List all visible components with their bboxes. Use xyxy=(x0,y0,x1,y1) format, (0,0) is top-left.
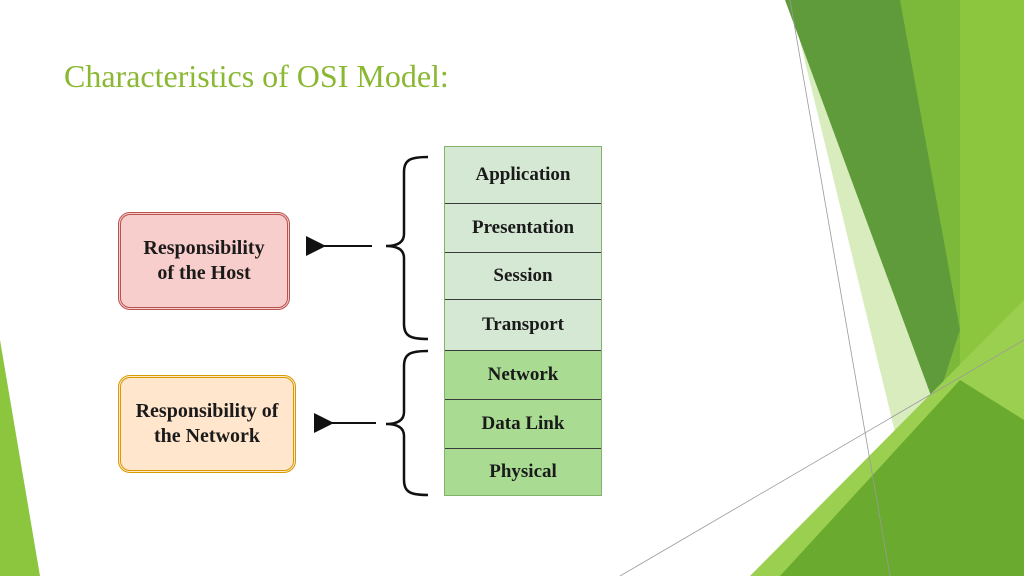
osi-layer-label: Presentation xyxy=(471,217,575,238)
osi-layer: Transport xyxy=(445,300,601,351)
osi-layer-stack: Application Presentation Session Transpo… xyxy=(444,146,602,496)
theme-thin-line xyxy=(619,339,1024,576)
theme-thin-line xyxy=(789,0,891,576)
network-responsibility-box: Responsibility of the Network xyxy=(118,375,296,473)
osi-layer: Network xyxy=(445,351,601,400)
theme-shape-left-accent xyxy=(0,340,40,576)
host-responsibility-label: Responsibility of the Host xyxy=(143,237,265,284)
osi-layer-label: Transport xyxy=(482,314,564,335)
osi-layer-label: Session xyxy=(493,265,553,286)
osi-layer-label: Physical xyxy=(489,461,557,482)
network-responsibility-label: Responsibility of the Network xyxy=(135,400,279,447)
theme-shape-bottom-dark xyxy=(780,380,1024,576)
host-responsibility-box: Responsibility of the Host xyxy=(118,212,290,310)
osi-layer: Application xyxy=(445,147,601,204)
slide-title: Characteristics of OSI Model: xyxy=(64,58,449,94)
osi-layer-label: Data Link xyxy=(481,413,565,434)
osi-layer: Session xyxy=(445,253,601,300)
osi-layer-label: Network xyxy=(487,364,559,385)
osi-layer-label: Application xyxy=(475,164,571,185)
osi-layer: Data Link xyxy=(445,400,601,449)
osi-layer: Presentation xyxy=(445,204,601,253)
osi-layer: Physical xyxy=(445,449,601,495)
